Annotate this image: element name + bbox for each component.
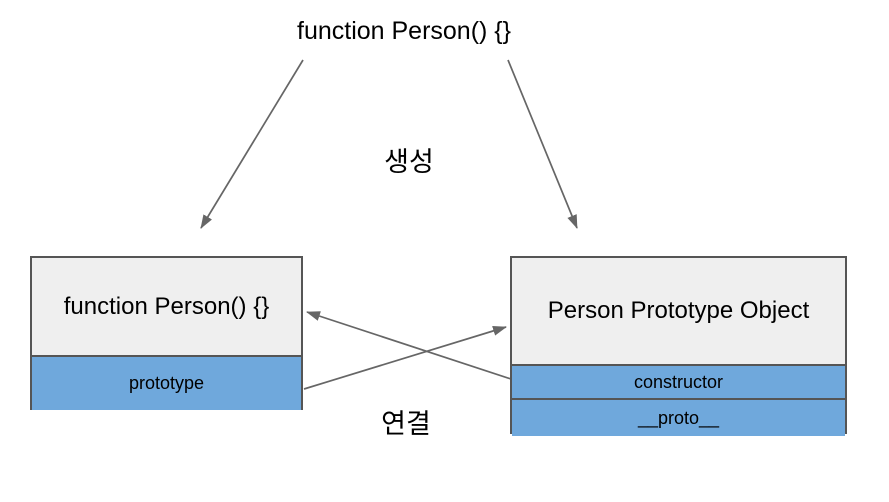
constructor-link-arrow-icon [306, 311, 512, 380]
prototype-link-arrow-icon [303, 326, 507, 390]
constructor-row: constructor [512, 364, 845, 398]
creation-arrow-right-icon [507, 59, 578, 229]
creation-arrow-left-icon [200, 59, 304, 229]
proto-row: __proto__ [512, 398, 845, 436]
prototype-row: prototype [32, 355, 301, 410]
function-declaration-label: function Person() {} [296, 17, 512, 45]
connection-label: 연결 [381, 409, 431, 439]
function-person-box-title: function Person() {} [32, 258, 301, 355]
creation-label: 생성 [384, 147, 434, 177]
function-person-box: function Person() {} prototype [30, 256, 303, 410]
person-prototype-object-box-title: Person Prototype Object [512, 258, 845, 364]
person-prototype-object-box: Person Prototype Object constructor __pr… [510, 256, 847, 436]
